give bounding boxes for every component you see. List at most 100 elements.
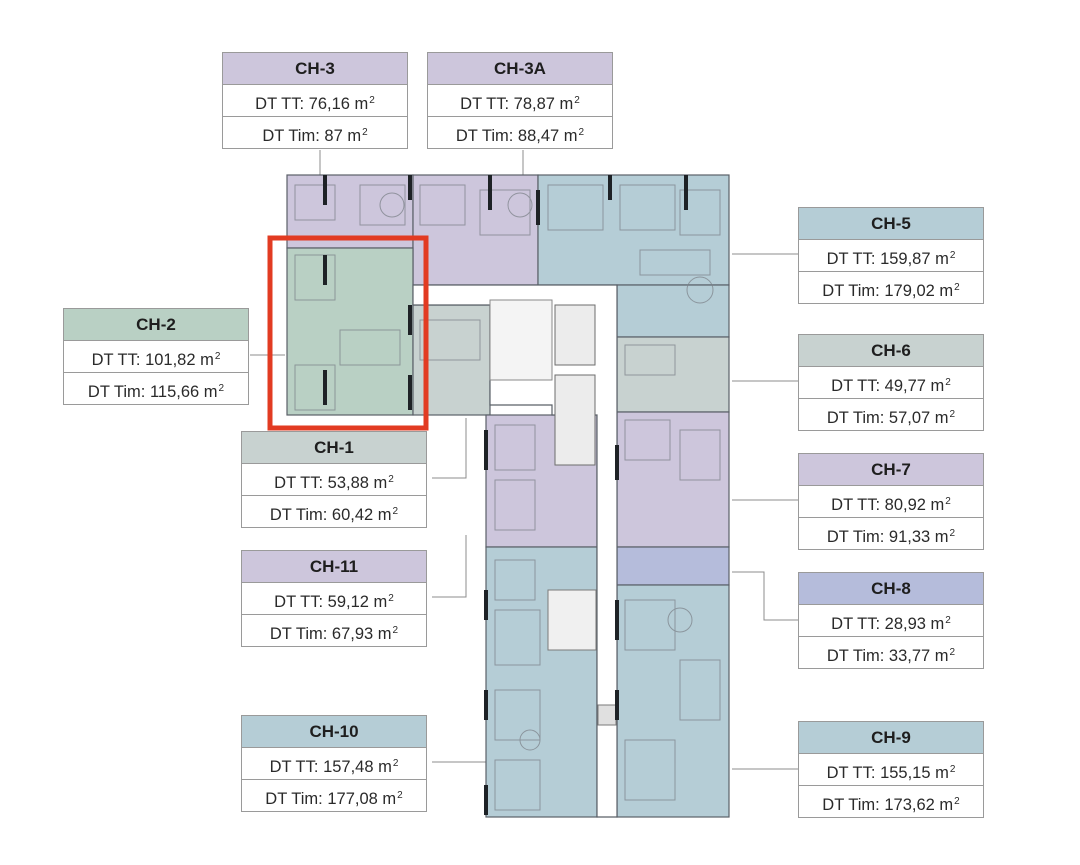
tim-value: 87 m xyxy=(324,127,362,145)
card-row-tt: DT TT: 155,15 m2 xyxy=(799,754,983,785)
leader-lines xyxy=(250,150,798,770)
tim-label: DT Tim: xyxy=(826,647,885,665)
tim-label: DT Tim: xyxy=(262,127,320,145)
card-row-tt: DT TT: 49,77 m2 xyxy=(799,367,983,398)
highlight-frame xyxy=(267,235,429,431)
unit-sup: 2 xyxy=(949,250,956,261)
unit-sup: 2 xyxy=(949,409,956,420)
card-row-tt: DT TT: 159,87 m2 xyxy=(799,240,983,271)
unit-sup: 2 xyxy=(214,351,221,362)
tim-value: 60,42 m xyxy=(331,506,392,524)
card-row-tim: DT Tim: 33,77 m2 xyxy=(799,636,983,668)
tim-label: DT Tim: xyxy=(265,790,323,808)
tt-label: DT TT: xyxy=(255,95,305,113)
leader-ch8 xyxy=(732,571,798,621)
tt-value: 80,92 m xyxy=(884,496,945,514)
tt-value: 157,48 m xyxy=(323,758,392,776)
card-row-tt: DT TT: 28,93 m2 xyxy=(799,605,983,636)
card-title: CH-6 xyxy=(799,335,983,367)
unit-sup: 2 xyxy=(392,506,399,517)
tt-value: 59,12 m xyxy=(327,593,388,611)
unit-sup: 2 xyxy=(949,647,956,658)
card-title: CH-11 xyxy=(242,551,426,583)
unit-sup: 2 xyxy=(949,528,956,539)
tt-value: 49,77 m xyxy=(884,377,945,395)
unit-sup: 2 xyxy=(388,474,394,485)
tt-label: DT TT: xyxy=(274,593,324,611)
tim-label: DT Tim: xyxy=(826,528,885,546)
card-row-tt: DT TT: 80,92 m2 xyxy=(799,486,983,517)
card-row-tim: DT Tim: 91,33 m2 xyxy=(799,517,983,549)
block-ch3a xyxy=(412,174,539,286)
block-ch8 xyxy=(616,546,730,586)
card-title: CH-2 xyxy=(64,309,248,341)
core-corridor xyxy=(412,284,618,818)
card-row-tt: DT TT: 59,12 m2 xyxy=(242,583,426,614)
tim-label: DT Tim: xyxy=(87,383,146,401)
card-row-tt: DT TT: 157,48 m2 xyxy=(242,748,426,779)
card-row-tt: DT TT: 101,82 m2 xyxy=(64,341,248,372)
card-ch5: CH-5 DT TT: 159,87 m2 DT Tim: 179,02 m2 xyxy=(798,207,984,304)
card-row-tim: DT Tim: 67,93 m2 xyxy=(242,614,426,646)
tt-label: DT TT: xyxy=(826,764,876,782)
card-row-tim: DT Tim: 177,08 m2 xyxy=(242,779,426,811)
tim-value: 91,33 m xyxy=(888,528,949,546)
tt-value: 28,93 m xyxy=(884,615,945,633)
card-title: CH-9 xyxy=(799,722,983,754)
unit-sup: 2 xyxy=(945,377,951,388)
block-ch10 xyxy=(485,546,598,818)
card-ch2: CH-2 DT TT: 101,82 m2 DT Tim: 115,66 m2 xyxy=(63,308,249,405)
unit-sup: 2 xyxy=(392,625,399,636)
wall-marks xyxy=(323,175,688,815)
unit-sup: 2 xyxy=(362,127,368,138)
card-row-tt: DT TT: 53,88 m2 xyxy=(242,464,426,495)
card-ch10: CH-10 DT TT: 157,48 m2 DT Tim: 177,08 m2 xyxy=(241,715,427,812)
card-row-tim: DT Tim: 87 m2 xyxy=(223,116,407,148)
tim-label: DT Tim: xyxy=(455,127,514,145)
tt-label: DT TT: xyxy=(269,758,319,776)
tt-label: DT TT: xyxy=(274,474,324,492)
unit-sup: 2 xyxy=(574,95,580,106)
tt-value: 53,88 m xyxy=(327,474,388,492)
tt-label: DT TT: xyxy=(826,250,876,268)
unit-sup: 2 xyxy=(945,615,951,626)
block-ch2 xyxy=(286,247,414,416)
card-ch8: CH-8 DT TT: 28,93 m2 DT Tim: 33,77 m2 xyxy=(798,572,984,669)
card-title: CH-7 xyxy=(799,454,983,486)
card-ch3a: CH-3A DT TT: 78,87 m2 DT Tim: 88,47 m2 xyxy=(427,52,613,149)
card-title: CH-5 xyxy=(799,208,983,240)
tim-value: 88,47 m xyxy=(517,127,578,145)
tim-value: 115,66 m xyxy=(149,383,218,401)
unit-sup: 2 xyxy=(392,758,399,769)
unit-sup: 2 xyxy=(954,282,960,293)
tim-value: 177,08 m xyxy=(327,790,397,808)
card-ch7: CH-7 DT TT: 80,92 m2 DT Tim: 91,33 m2 xyxy=(798,453,984,550)
card-row-tim: DT Tim: 60,42 m2 xyxy=(242,495,426,527)
card-row-tim: DT Tim: 115,66 m2 xyxy=(64,372,248,404)
card-row-tim: DT Tim: 88,47 m2 xyxy=(428,116,612,148)
card-ch1: CH-1 DT TT: 53,88 m2 DT Tim: 60,42 m2 xyxy=(241,431,427,528)
card-ch9: CH-9 DT TT: 155,15 m2 DT Tim: 173,62 m2 xyxy=(798,721,984,818)
card-title: CH-3A xyxy=(428,53,612,85)
card-row-tim: DT Tim: 179,02 m2 xyxy=(799,271,983,303)
tim-label: DT Tim: xyxy=(822,796,880,814)
card-row-tt: DT TT: 76,16 m2 xyxy=(223,85,407,116)
card-title: CH-8 xyxy=(799,573,983,605)
interior-details xyxy=(294,184,721,811)
card-ch11: CH-11 DT TT: 59,12 m2 DT Tim: 67,93 m2 xyxy=(241,550,427,647)
card-ch6: CH-6 DT TT: 49,77 m2 DT Tim: 57,07 m2 xyxy=(798,334,984,431)
tt-label: DT TT: xyxy=(831,496,881,514)
tim-label: DT Tim: xyxy=(269,506,328,524)
leader-ch11 xyxy=(432,535,467,598)
tim-label: DT Tim: xyxy=(269,625,328,643)
tim-value: 33,77 m xyxy=(888,647,949,665)
card-title: CH-1 xyxy=(242,432,426,464)
tt-label: DT TT: xyxy=(91,351,141,369)
unit-sup: 2 xyxy=(578,127,585,138)
card-row-tim: DT Tim: 173,62 m2 xyxy=(799,785,983,817)
leader-ch1 xyxy=(432,418,467,479)
unit-sup: 2 xyxy=(949,764,956,775)
tim-label: DT Tim: xyxy=(822,282,880,300)
tim-label: DT Tim: xyxy=(826,409,885,427)
